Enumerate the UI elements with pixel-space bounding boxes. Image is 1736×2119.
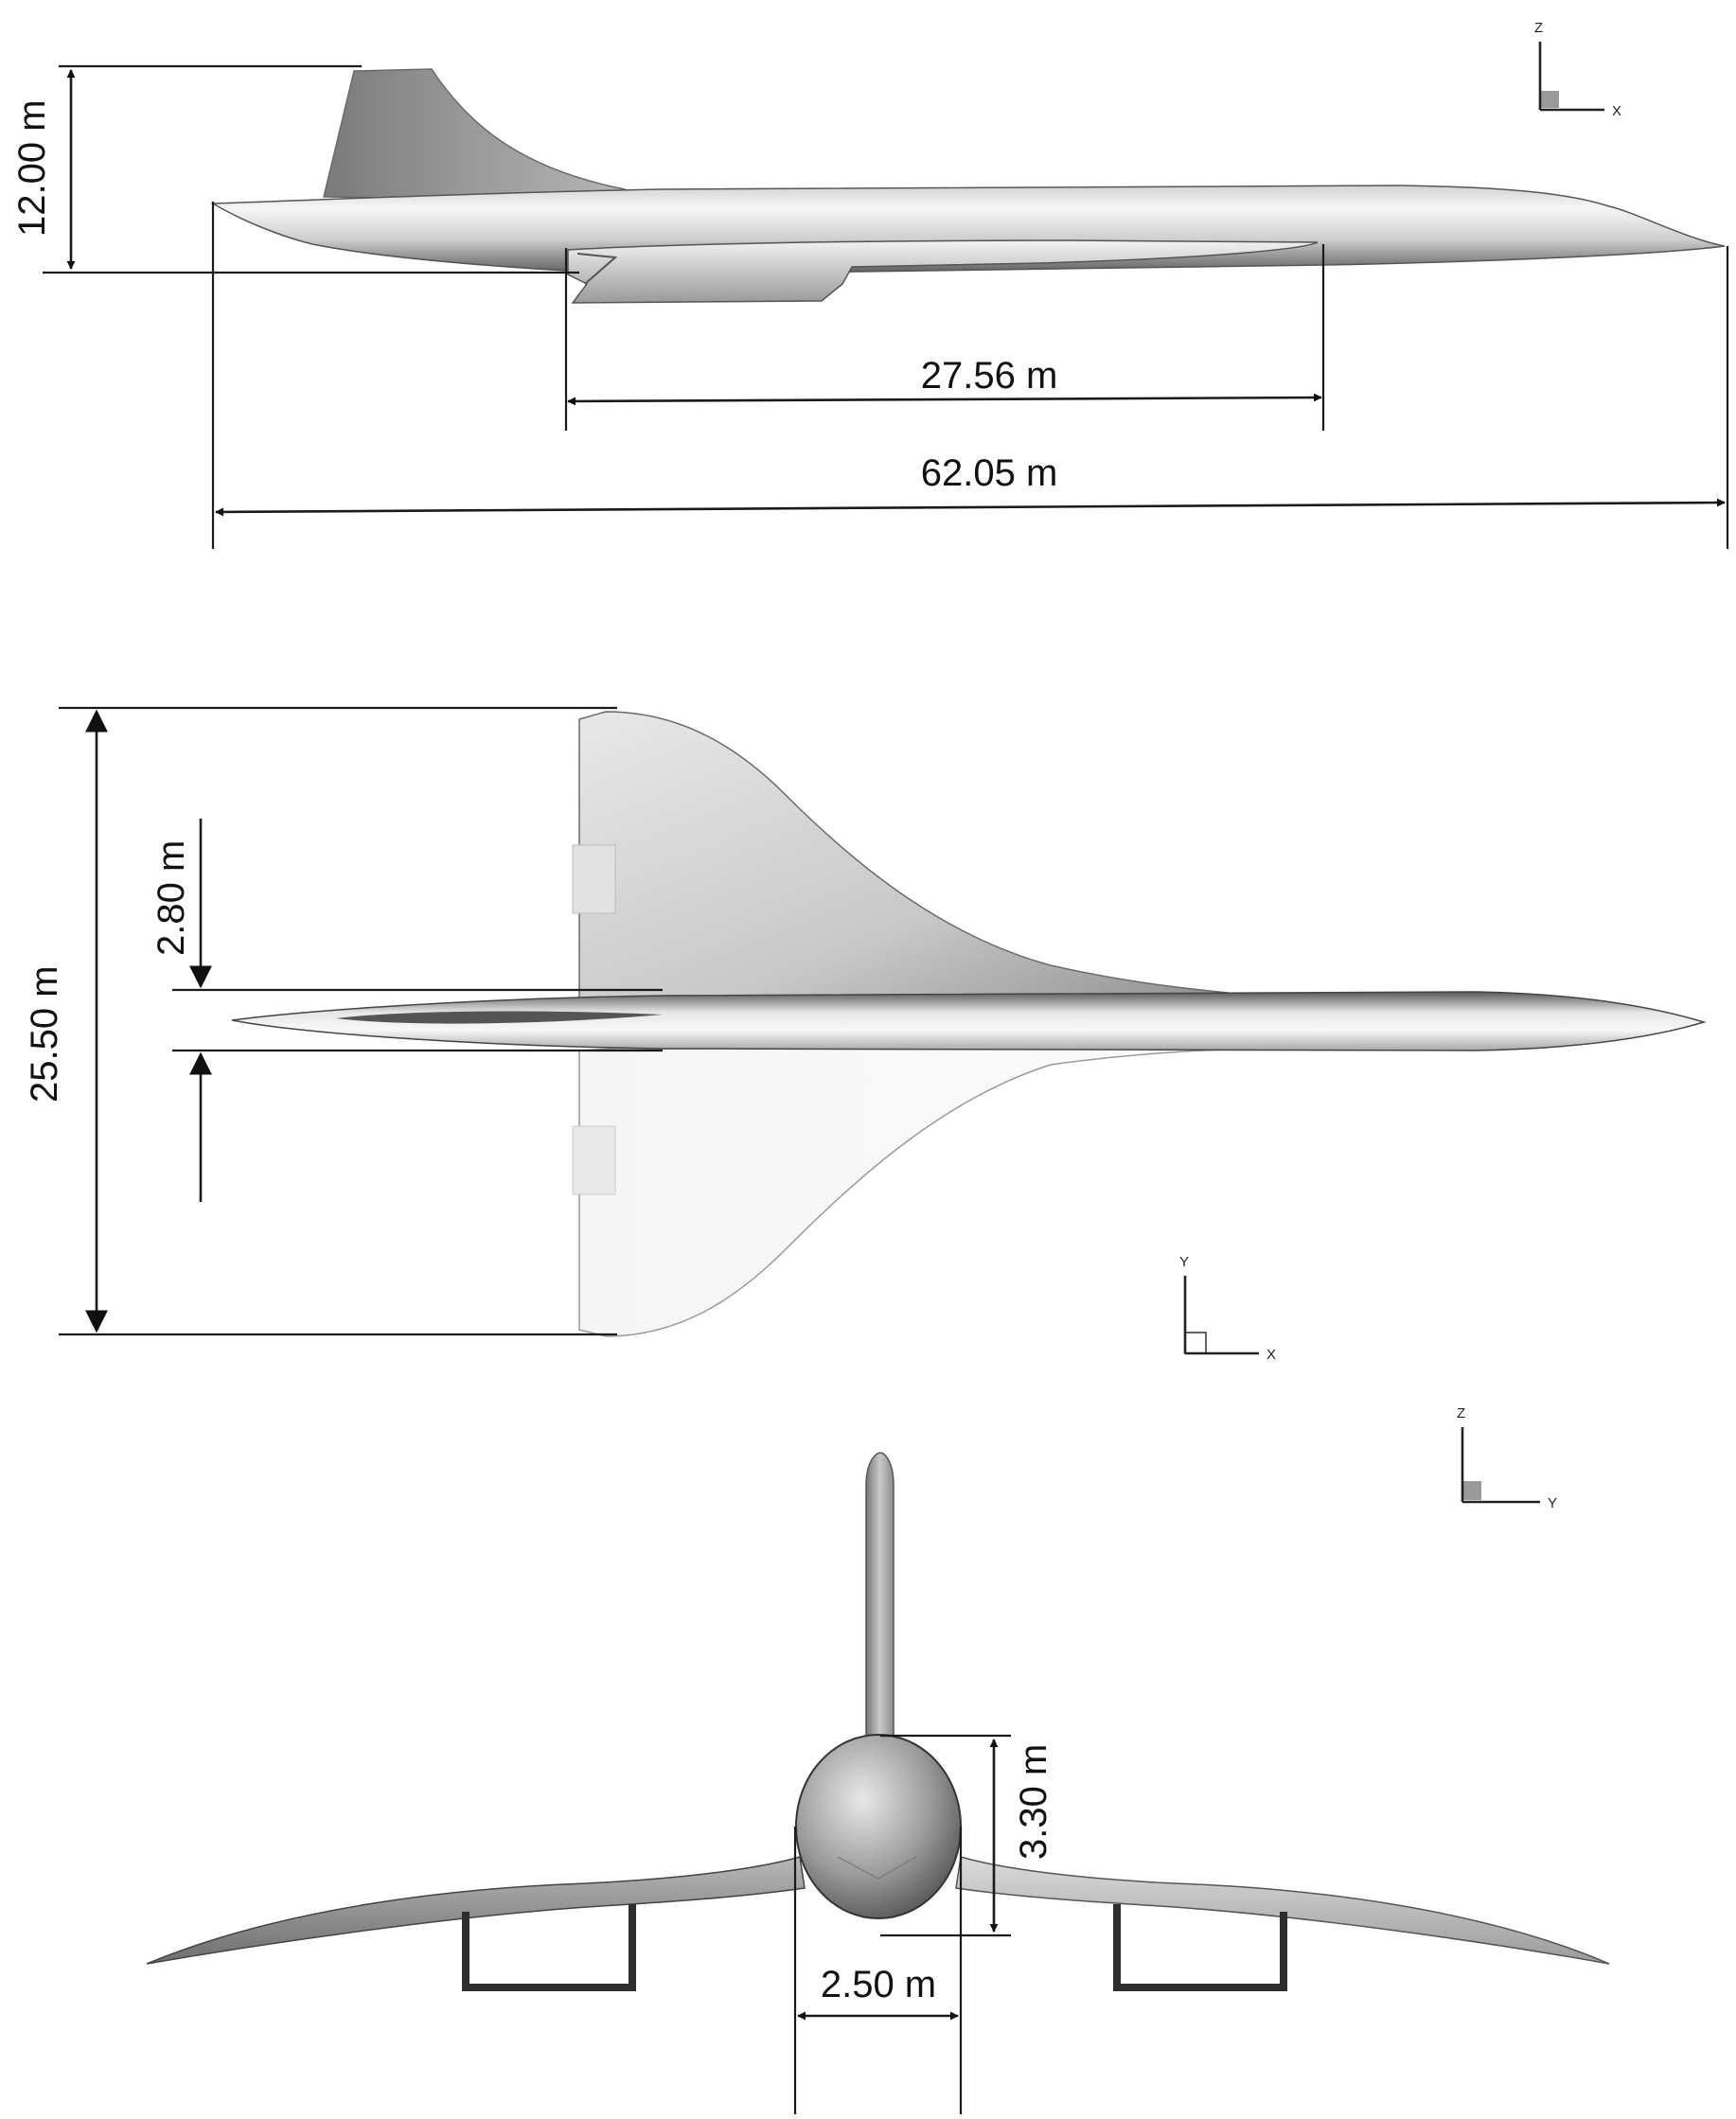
top-view: 25.50 m 2.80 m Y X bbox=[24, 706, 1707, 1363]
top-elevon-lower bbox=[572, 1125, 616, 1195]
top-fuselage-tail-detail bbox=[336, 1011, 663, 1024]
front-tail-fin bbox=[865, 1452, 895, 1738]
side-wing-intake bbox=[576, 253, 618, 285]
front-nacelle-right bbox=[1113, 1904, 1287, 1991]
top-wing-upper-half bbox=[578, 711, 1288, 1002]
side-wing-label: 27.56 m bbox=[921, 355, 1058, 397]
side-axis-triad: Z X bbox=[1534, 20, 1621, 119]
top-axis-horizontal-label: X bbox=[1267, 1347, 1276, 1363]
front-axis-horizontal-label: Y bbox=[1548, 1495, 1557, 1511]
top-axis-triad: Y X bbox=[1179, 1254, 1276, 1363]
side-axis-vertical-label: Z bbox=[1534, 20, 1543, 36]
front-height-label: 3.30 m bbox=[1013, 1744, 1054, 1860]
side-axis-horizontal-label: X bbox=[1612, 103, 1621, 119]
front-axis-vertical-label: Z bbox=[1457, 1405, 1465, 1421]
side-view: 12.00 m 27.56 m 62.05 m Z X bbox=[11, 20, 1729, 549]
top-wing-lower-half bbox=[578, 1048, 1288, 1337]
top-elevon-upper bbox=[572, 844, 616, 914]
side-height-label: 12.00 m bbox=[11, 99, 53, 237]
side-tail-fin bbox=[323, 68, 626, 202]
front-nose-cone bbox=[837, 1856, 917, 1880]
top-span-label: 25.50 m bbox=[24, 965, 65, 1103]
top-fuselage-width-label: 2.80 m bbox=[151, 840, 192, 956]
front-fuselage bbox=[795, 1734, 962, 1919]
top-fuselage bbox=[231, 991, 1707, 1051]
side-length-dimension-line bbox=[215, 498, 1726, 517]
side-wing-dimension-line bbox=[567, 393, 1322, 406]
side-wing bbox=[567, 239, 1319, 304]
front-wing-right bbox=[955, 1856, 1610, 1965]
front-axis-triad: Z Y bbox=[1457, 1405, 1557, 1511]
side-length-label: 62.05 m bbox=[921, 452, 1058, 494]
front-nacelle-left bbox=[462, 1904, 636, 1991]
front-wing-left bbox=[146, 1856, 806, 1965]
front-view: 3.30 m 2.50 m Z Y bbox=[146, 1405, 1610, 2114]
front-width-label: 2.50 m bbox=[821, 1964, 936, 2005]
top-axis-vertical-label: Y bbox=[1179, 1254, 1189, 1270]
